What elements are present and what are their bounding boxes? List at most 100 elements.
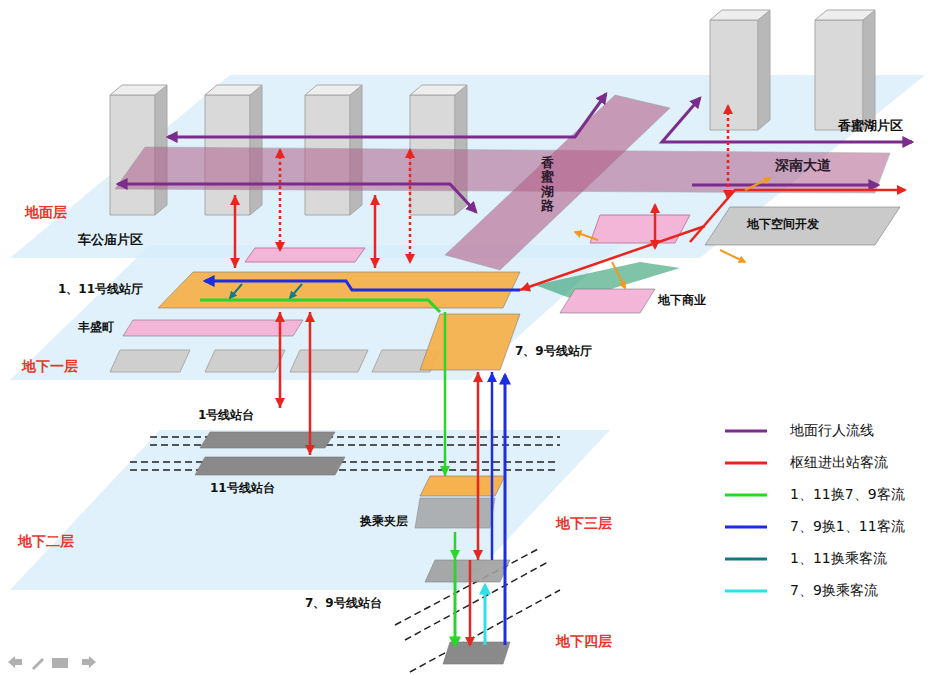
connector-line bbox=[234, 195, 237, 268]
layer-plane bbox=[10, 75, 925, 258]
nav-icon bbox=[82, 656, 96, 668]
legend-text: 7、9换1、11客流 bbox=[790, 518, 905, 536]
road-band: 香蜜湖路 bbox=[440, 90, 670, 270]
node-label: 深南大道 bbox=[775, 157, 831, 175]
legend-text: 地面行人流线 bbox=[790, 422, 874, 440]
layer-plane bbox=[10, 75, 925, 590]
building bbox=[710, 20, 758, 130]
nav-icon bbox=[8, 656, 22, 668]
layer-label: 地下一层 bbox=[22, 358, 78, 376]
commercial-slab-outline bbox=[123, 320, 303, 336]
transfer-mezzanine-outline bbox=[415, 498, 495, 528]
connector-line bbox=[491, 372, 494, 560]
arrow-head bbox=[305, 445, 315, 455]
arrow-head bbox=[473, 550, 483, 560]
legend-row: 7、9换乘客流 bbox=[722, 582, 810, 600]
label-holder: 香蜜湖片区 bbox=[838, 118, 903, 134]
underground-slab bbox=[245, 248, 365, 262]
road-band-outline bbox=[115, 147, 890, 193]
commercial-arrow bbox=[720, 250, 745, 262]
arrow-head bbox=[230, 258, 240, 268]
pedestrian-line bbox=[692, 184, 878, 187]
legend-sample bbox=[722, 518, 772, 536]
road-band-shape bbox=[115, 145, 890, 195]
station-hall-shape bbox=[420, 314, 620, 372]
road-band: 深南大道 bbox=[115, 145, 890, 195]
legend-sample bbox=[722, 550, 772, 568]
passenger-flow bbox=[279, 150, 282, 250]
passenger-flow bbox=[469, 560, 472, 645]
arrow-head bbox=[450, 550, 460, 560]
connector-line bbox=[477, 372, 480, 560]
legend-text: 1、11换7、9客流 bbox=[790, 486, 905, 504]
underground-space-band: 地下空间开发 bbox=[705, 205, 900, 247]
arrow-head bbox=[370, 195, 380, 205]
area-label: 香蜜湖片区 bbox=[838, 118, 903, 134]
building bbox=[863, 10, 875, 130]
commercial-slab-outline bbox=[560, 289, 655, 313]
node-label: 地下商业 bbox=[658, 293, 706, 308]
building bbox=[110, 85, 167, 95]
nav-icon bbox=[52, 658, 68, 668]
arrow-head bbox=[370, 258, 380, 268]
passenger-flow bbox=[654, 205, 657, 248]
platform-slab: 11号线站台 bbox=[190, 455, 355, 500]
node-label: 丰盛町 bbox=[78, 320, 114, 335]
nav-icon bbox=[8, 656, 96, 670]
underground-slab bbox=[110, 350, 190, 372]
underground-slab bbox=[110, 215, 690, 372]
transfer-mezzanine: 换乘夹层 bbox=[360, 476, 505, 532]
station-hall-outline bbox=[420, 314, 520, 370]
area-label: 车公庙片区 bbox=[78, 232, 143, 248]
building bbox=[410, 85, 467, 95]
station-hall: 1、11号线站厅 bbox=[58, 268, 520, 312]
commercial-arrow bbox=[612, 262, 625, 288]
commercial-slab: 丰盛町 bbox=[78, 318, 303, 338]
layer-plane bbox=[10, 245, 620, 380]
legend-row: 1、11换乘客流 bbox=[722, 550, 819, 568]
legend-line bbox=[725, 462, 767, 465]
legend-sample bbox=[722, 486, 772, 504]
label-holder: 地下一层 bbox=[22, 358, 78, 376]
rail-track bbox=[130, 437, 560, 672]
station-hall: 7、9号线站厅 bbox=[420, 314, 620, 372]
pedestrian-line bbox=[662, 98, 912, 142]
arrow-head bbox=[275, 312, 285, 322]
label-holder: 地下四层 bbox=[556, 633, 612, 651]
connector-line bbox=[444, 312, 447, 476]
connector-line bbox=[520, 226, 705, 290]
building bbox=[815, 10, 875, 20]
arrow-head bbox=[487, 372, 497, 382]
flow-connector bbox=[370, 195, 380, 268]
nav-icon bbox=[32, 658, 44, 670]
legend-row: 枢纽进出站客流 bbox=[722, 454, 820, 472]
node-label: 7、9号线站台 bbox=[305, 596, 382, 611]
legend-line bbox=[725, 526, 767, 529]
arrow-head bbox=[305, 312, 315, 322]
transfer-flow bbox=[504, 375, 507, 645]
node-label: 香蜜湖路 bbox=[541, 156, 554, 213]
layer-label: 地下四层 bbox=[556, 633, 612, 651]
platform-slab-outline bbox=[200, 432, 335, 448]
label-holder: 地下三层 bbox=[556, 515, 612, 533]
road-band-outline bbox=[445, 95, 670, 270]
underground-space-band-outline bbox=[705, 207, 900, 245]
flow-connector bbox=[487, 372, 497, 560]
station-hall-outline bbox=[158, 272, 520, 308]
node-label: 7、9号线站厅 bbox=[515, 344, 592, 359]
underground-slab bbox=[290, 350, 368, 372]
legend-row: 1、11换7、9客流 bbox=[722, 486, 837, 504]
arrow-head bbox=[230, 195, 240, 205]
node-label: 11号线站台 bbox=[210, 481, 275, 496]
flow-connector bbox=[520, 226, 705, 291]
building bbox=[205, 85, 262, 95]
layer-plane bbox=[10, 430, 610, 590]
connector-line bbox=[279, 312, 282, 408]
legend-line bbox=[725, 494, 767, 497]
legend-row: 7、9换1、11客流 bbox=[722, 518, 837, 536]
node-label: 地下空间开发 bbox=[747, 217, 819, 232]
layer-label: 地下三层 bbox=[556, 515, 612, 533]
